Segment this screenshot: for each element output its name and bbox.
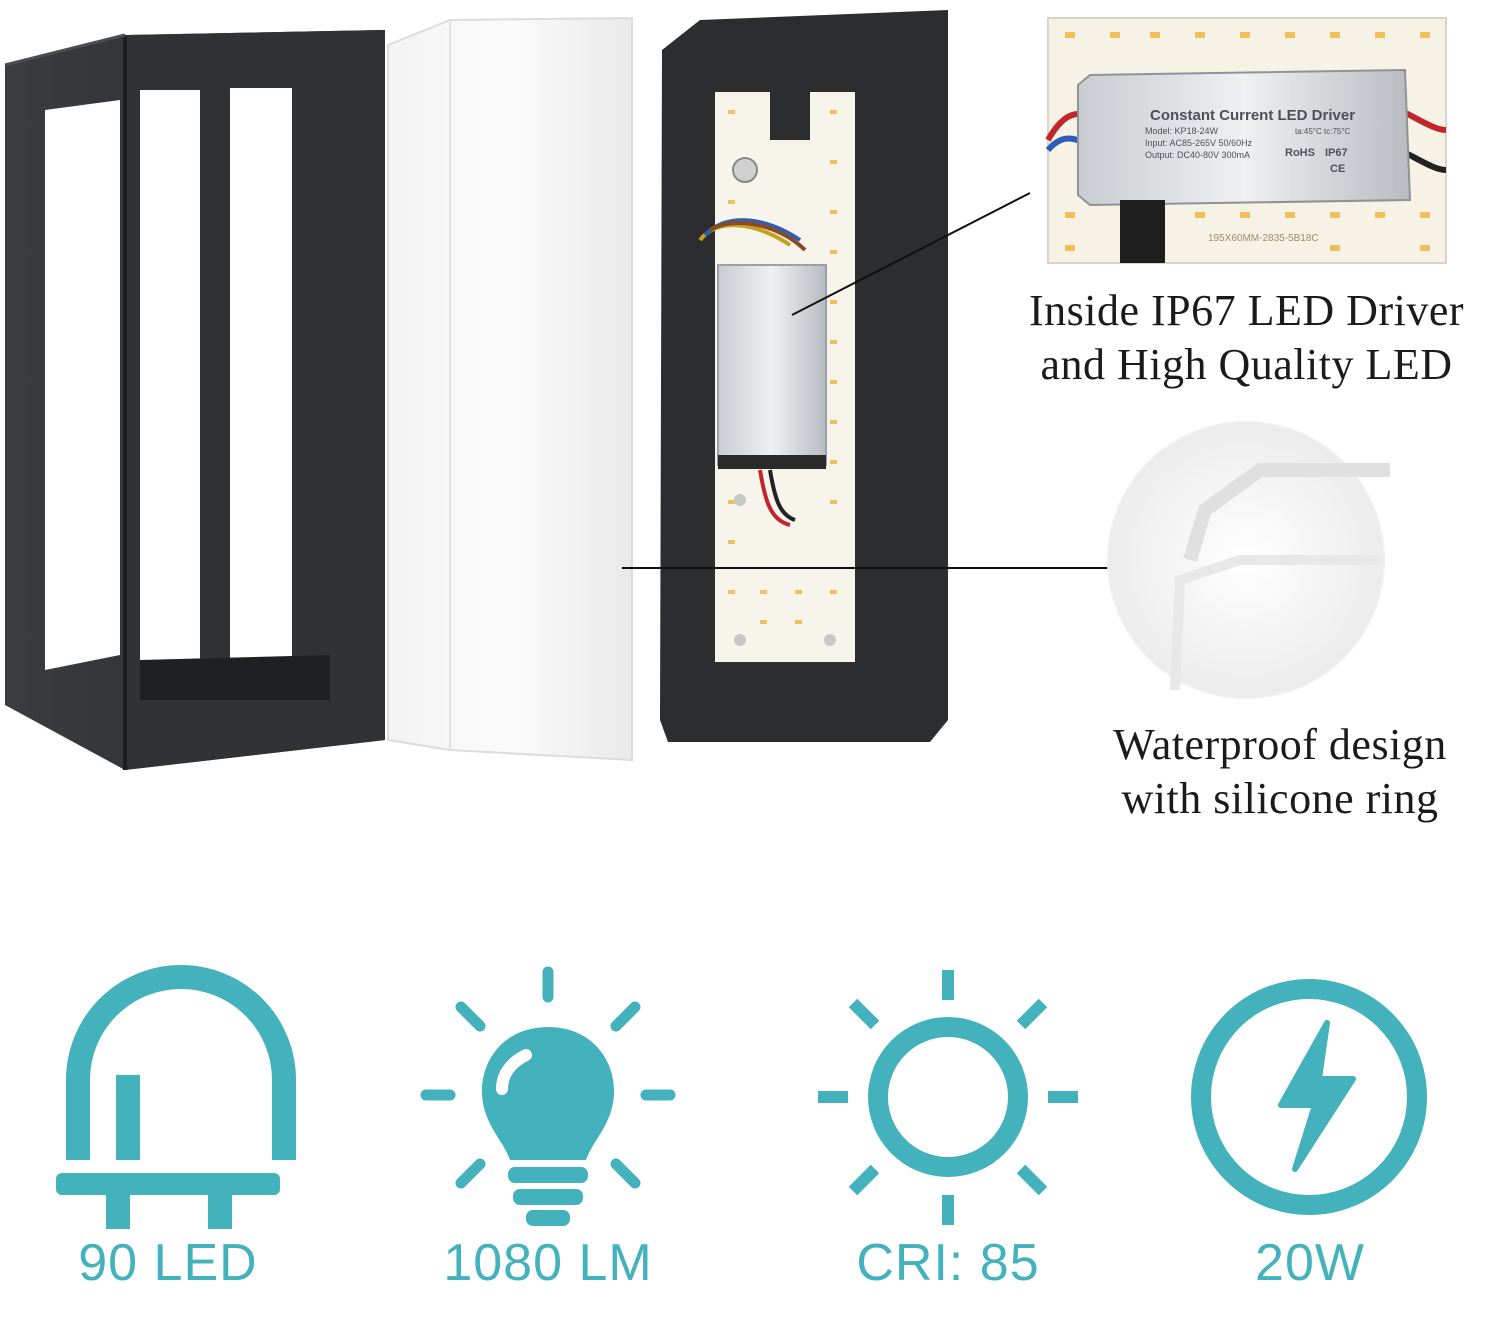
waterproof-caption: Waterproof design with silicone ring <box>1045 718 1498 826</box>
driver-model-text: Model: KP18-24W <box>1145 126 1219 136</box>
driver-temp-text: ta:45°C tc:75°C <box>1295 127 1351 136</box>
driver-title-text: Constant Current LED Driver <box>1150 107 1355 124</box>
driver-rohs-text: RoHS <box>1285 147 1315 159</box>
driver-callout-line <box>791 192 1031 316</box>
feature-wattage: 20W <box>1175 955 1475 1339</box>
product-exploded-view: Constant Current LED Driver Model: KP18-… <box>4 10 1447 770</box>
silicone-ring-closeup <box>1107 421 1390 699</box>
driver-caption-line2: and High Quality LED <box>1040 340 1453 389</box>
feature-label-led: 90 LED <box>78 1234 258 1292</box>
driver-ip-text: IP67 <box>1325 147 1348 159</box>
light-diffuser <box>387 16 633 762</box>
feature-label-cri: CRI: 85 <box>856 1234 1040 1292</box>
feature-label-wattage: 20W <box>1255 1234 1365 1292</box>
driver-caption-line1: Inside IP67 LED Driver <box>1028 286 1464 335</box>
back-plate <box>660 10 948 742</box>
feature-cri: CRI: 85 <box>798 955 1098 1339</box>
sun-icon <box>818 970 1078 1225</box>
waterproof-caption-line1: Waterproof design <box>1113 720 1447 769</box>
feature-label-lumens: 1080 LM <box>443 1234 653 1292</box>
driver-caption: Inside IP67 LED Driver and High Quality … <box>995 284 1498 392</box>
driver-input-text: Input: AC85-265V 50/60Hz <box>1145 138 1253 148</box>
light-bulb-icon <box>420 966 676 1226</box>
feature-led-count: 90 LED <box>18 955 318 1339</box>
driver-closeup <box>1045 17 1447 264</box>
driver-ce-text: CE <box>1330 163 1345 175</box>
led-diode-icon <box>56 965 296 1229</box>
lamp-frame <box>4 30 385 770</box>
feature-lumens: 1080 LM <box>398 955 698 1339</box>
waterproof-caption-line2: with silicone ring <box>1121 774 1439 823</box>
board-code-text: 195X60MM-2835-5B18C <box>1208 233 1319 244</box>
lightning-bolt-icon <box>1191 979 1427 1215</box>
driver-output-text: Output: DC40-80V 300mA <box>1145 150 1250 160</box>
